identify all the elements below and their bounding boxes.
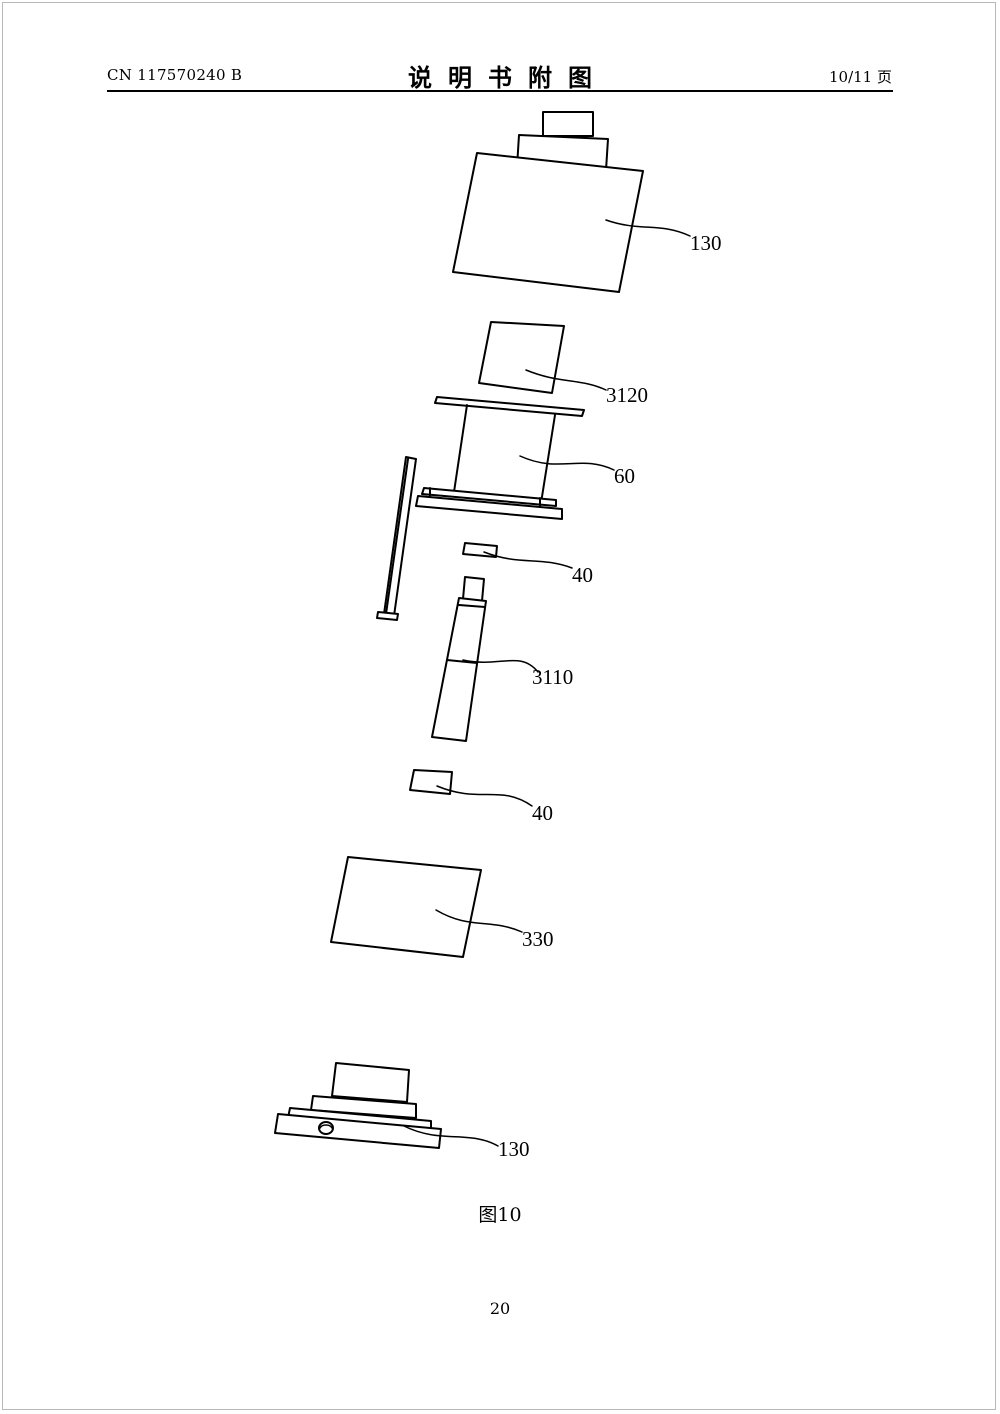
side-rail-part [376,456,417,621]
upper-spacer-part [462,542,573,569]
section-title: 说明书附图 [408,63,608,92]
label-3120: 3120 [606,383,648,407]
publication-number: CN 117570240 B [107,66,243,84]
top-housing-part [452,111,691,293]
label-3110: 3110 [532,665,573,689]
figure-caption: 图10 [478,1204,522,1226]
lower-spacer-part [409,769,533,807]
block-part [478,321,607,394]
frame-part [415,396,615,520]
base-housing-part [274,1062,499,1149]
label-60: 60 [614,464,635,488]
shaft-part [431,576,539,742]
label-40-upper: 40 [572,563,593,587]
plate-part [330,856,523,958]
label-130-top: 130 [690,231,722,255]
page-number: 20 [489,1299,511,1318]
header-rule [107,90,893,92]
label-40-lower: 40 [532,801,553,825]
page-counter: 10/11 页 [829,68,892,86]
label-330: 330 [522,927,554,951]
label-130-base: 130 [498,1137,530,1161]
